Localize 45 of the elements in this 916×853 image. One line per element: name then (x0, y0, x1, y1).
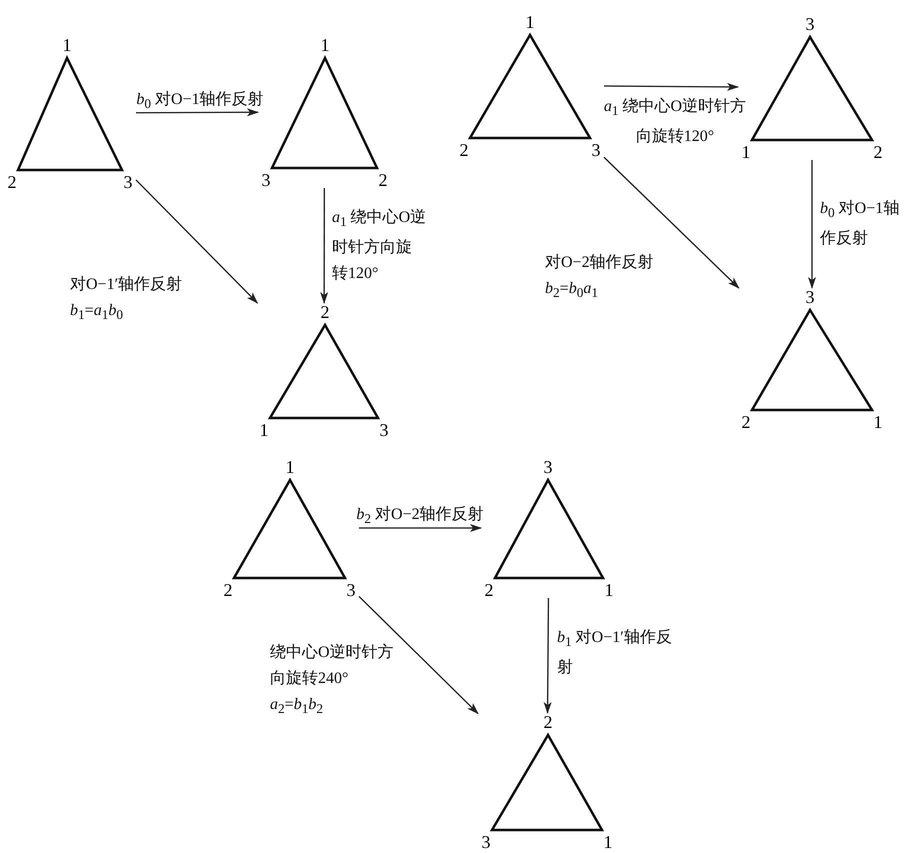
vertex-label: 2 (542, 713, 554, 731)
vertex-label: 1 (740, 143, 752, 161)
arrow (808, 160, 816, 289)
edge-label: b$_{0}$ 对O−1轴作反射 (135, 90, 265, 114)
vertex-label: 1 (604, 581, 614, 599)
vertex-label: 3 (590, 141, 602, 159)
vertex-label: 3 (804, 288, 816, 306)
edge-label: b$_{2}$ 对O−2轴作反射 (355, 504, 485, 528)
arrow (136, 179, 258, 304)
arrow (544, 598, 552, 714)
vertex-label: 1 (284, 458, 296, 476)
vertex-label: 1 (872, 413, 884, 431)
vertex-label: 3 (260, 171, 272, 189)
edge-label: 对O−1′轴作反射 b$_{1}$=a$_{1}$b$_{0}$ (70, 274, 184, 324)
vertex-label: 3 (378, 421, 390, 439)
vertex-label: 1 (602, 833, 614, 851)
vertex-label: 2 (872, 143, 884, 161)
edge-label: b$_{0}$ 对O−1轴作反射 (820, 198, 900, 250)
vertex-label: 2 (740, 413, 752, 431)
vertex-label: 2 (378, 171, 388, 189)
edge-label: a$_{1}$ 绕中心O逆时针方向旋转120° (602, 96, 748, 146)
vertex-label: 2 (6, 173, 18, 191)
arrow (604, 82, 739, 91)
vertex-label: 2 (458, 141, 470, 159)
vertex-label: 3 (346, 581, 356, 599)
vertex-label: 1 (258, 421, 270, 439)
edge-label: 绕中心O逆时针方向旋转240° a$_{2}$=b$_{1}$b$_{2}$ (270, 642, 395, 718)
arrow (604, 156, 740, 289)
edge-label: b$_{1}$ 对O−1′轴作反射 (557, 628, 673, 678)
edge-label: a$_{1}$ 绕中心O逆时针方向旋转120° (332, 208, 427, 284)
vertex-label: 2 (320, 303, 330, 321)
vertex-label: 3 (804, 15, 816, 33)
arrow (359, 524, 482, 532)
vertex-label: 1 (62, 36, 72, 54)
arrow (136, 108, 259, 116)
edge-label: 对O−2轴作反射 b$_{2}$=b$_{0}$a$_{1}$ (545, 252, 655, 302)
vertex-label: 1 (320, 36, 330, 54)
vertex-label: 2 (484, 581, 494, 599)
arrow (358, 596, 479, 714)
vertex-label: 3 (480, 833, 492, 851)
vertex-label: 3 (542, 458, 554, 476)
arrow (320, 188, 328, 304)
vertex-label: 2 (222, 581, 234, 599)
vertex-label: 1 (524, 13, 536, 31)
vertex-label: 3 (122, 173, 134, 191)
